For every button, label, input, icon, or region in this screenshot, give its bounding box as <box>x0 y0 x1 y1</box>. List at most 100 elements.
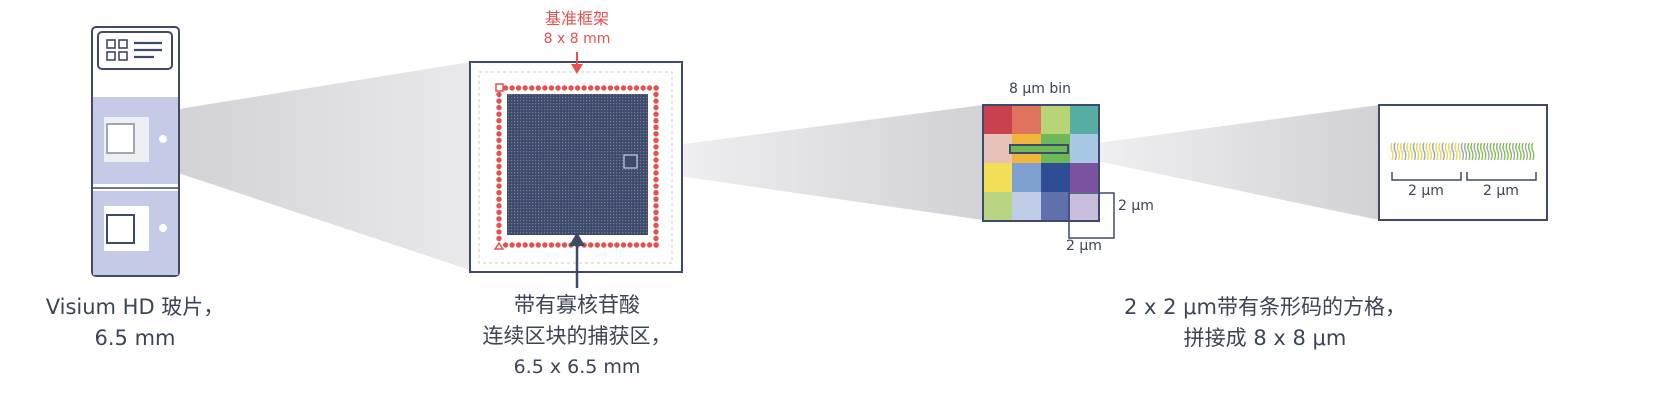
fiducial-dot <box>496 98 502 104</box>
fiducial-dot <box>614 242 620 248</box>
fiducial-dot <box>496 111 502 117</box>
fiducial-dot <box>496 176 502 183</box>
fiducial-dot <box>542 85 548 91</box>
fiducial-dot <box>653 222 659 229</box>
bin-cell <box>1012 163 1041 192</box>
barcode-strand <box>1444 142 1449 161</box>
barcode-strand <box>1422 142 1426 161</box>
fiducial-size: 8 x 8 mm <box>543 31 611 47</box>
barcode-strand <box>1495 142 1500 161</box>
fiducial-dot <box>548 242 555 248</box>
fiducial-dot <box>601 242 607 248</box>
barcode-label-right: 2 μm <box>1483 183 1519 199</box>
fiducial-dot <box>607 242 614 248</box>
fiducial-dot <box>594 242 600 248</box>
barcode-strand <box>1524 142 1529 161</box>
fiducial-dot <box>627 85 633 91</box>
capture-caption-line3: 6.5 x 6.5 mm <box>513 356 641 378</box>
barcode-strand <box>1406 142 1410 161</box>
fiducial-dot <box>653 144 659 150</box>
bin-label: 8 μm bin <box>1008 81 1071 97</box>
slide-caption-line1: Visium HD 玻片， <box>45 295 225 319</box>
fiducial-dot <box>653 242 659 248</box>
barcode-strand <box>1470 142 1474 161</box>
fiducial-dot <box>535 85 541 91</box>
fiducial-dot <box>633 242 640 248</box>
square-right-label: 2 μm <box>1118 198 1154 214</box>
barcode-strand <box>1499 142 1503 161</box>
slide-label-icon <box>97 31 173 70</box>
fiducial-dot <box>581 85 587 91</box>
barcode-strand <box>1476 142 1481 161</box>
barcode-strand <box>1505 142 1509 161</box>
bin-cell <box>983 163 1012 192</box>
visium-slide <box>91 26 180 277</box>
fiducial-dot <box>496 137 502 143</box>
barcode-strands <box>1390 142 1535 161</box>
barcode-panel <box>1378 104 1548 221</box>
fiducial-dot <box>653 157 659 163</box>
zoom-beam-slide <box>148 62 470 270</box>
grid-caption-line2: 拼接成 8 x 8 μm <box>1183 326 1347 350</box>
barcode-strand <box>1441 142 1445 161</box>
fiducial-dot <box>653 190 659 196</box>
fiducial-dot <box>496 209 502 215</box>
grid-caption: 2 x 2 μm带有条形码的方格， 拼接成 8 x 8 μm <box>1090 292 1440 354</box>
bin-cell <box>1070 105 1099 134</box>
barcode-strand <box>1492 142 1497 161</box>
fiducial-dot <box>588 85 594 91</box>
barcode-strand <box>1521 142 1525 161</box>
barcode-strand <box>1502 142 1506 161</box>
barcode-label-left: 2 μm <box>1408 183 1444 199</box>
fiducial-dot <box>653 209 659 215</box>
capture-zoom-indicator <box>623 154 638 169</box>
fiducial-dot <box>653 235 659 242</box>
fiducial-dot <box>607 85 614 91</box>
fiducial-dot <box>509 85 515 91</box>
slide-capture-well-upper <box>104 117 167 162</box>
fiducial-dot <box>640 242 646 248</box>
barcode-strand <box>1403 142 1407 161</box>
barcode-strand <box>1409 142 1413 161</box>
barcode-strand <box>1486 142 1490 161</box>
bin-cell <box>983 105 1012 134</box>
fiducial-dot <box>509 242 515 248</box>
fiducial-dot <box>653 203 659 209</box>
fiducial-dot <box>548 85 555 91</box>
barcode-strand <box>1515 142 1519 161</box>
fiducial-dot <box>542 242 548 248</box>
fiducial-dot <box>594 85 600 91</box>
fiducial-dot <box>601 85 607 91</box>
fiducial-dot <box>561 242 568 248</box>
fiducial-dot <box>529 242 535 248</box>
barcode-strand <box>1447 142 1452 161</box>
two-micron-square <box>1068 192 1115 239</box>
slide-capture-well-lower <box>104 206 167 251</box>
fiducial-dot <box>646 85 653 91</box>
fiducial-dot <box>653 91 659 98</box>
fiducial-label: 基准框架 8 x 8 mm <box>517 8 637 48</box>
fiducial-dot <box>515 242 522 248</box>
zoom-beam-capture <box>637 105 983 220</box>
bin-cell <box>1070 134 1099 163</box>
capture-caption-line1: 带有寡核苷酸 <box>514 293 640 317</box>
fiducial-dot <box>555 242 561 248</box>
fiducial-dot <box>568 85 574 91</box>
slide-caption: Visium HD 玻片， 6.5 mm <box>30 292 240 354</box>
fiducial-dot <box>653 183 659 189</box>
fiducial-dot <box>529 85 535 91</box>
fiducial-dot <box>496 170 502 176</box>
fiducial-dot <box>653 137 659 143</box>
fiducial-dot <box>653 104 659 111</box>
fiducial-dot <box>653 196 659 202</box>
fiducial-dot <box>496 229 502 235</box>
fiducial-dot <box>496 216 502 222</box>
fiducial-arrow-icon <box>571 64 583 74</box>
fiducial-dot <box>496 183 502 189</box>
barcode-strand <box>1531 142 1535 161</box>
fiducial-dot <box>653 111 659 117</box>
fiducial-dot <box>653 124 659 130</box>
fiducial-dot <box>646 242 653 248</box>
fiducial-dot <box>653 150 659 157</box>
barcode-strand <box>1473 142 1477 161</box>
